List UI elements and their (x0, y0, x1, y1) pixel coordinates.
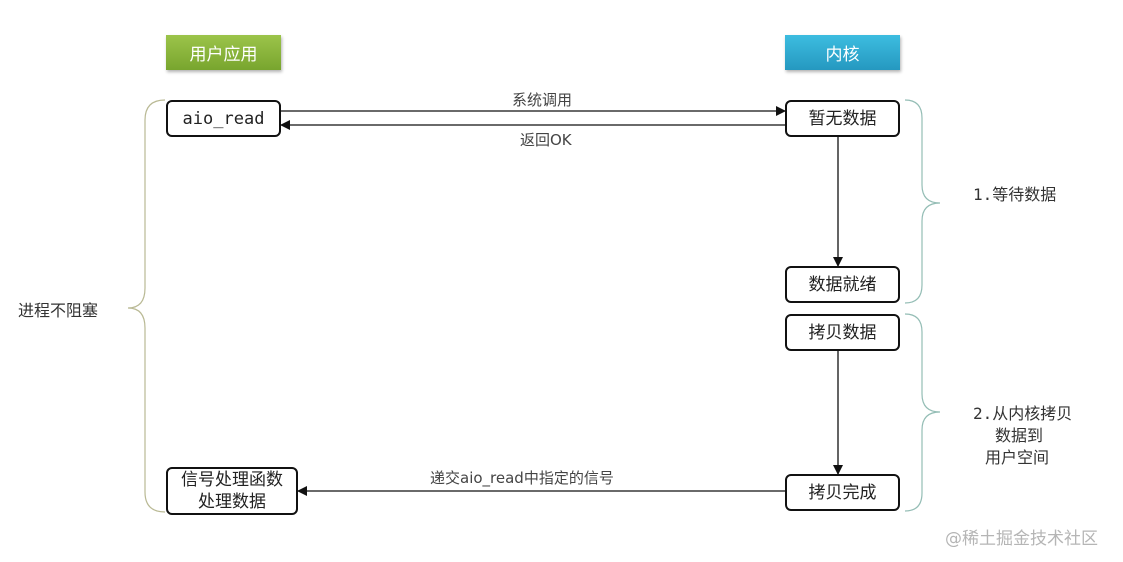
copy-data-box: 拷贝数据 (785, 314, 900, 351)
copy-brace (904, 313, 941, 512)
handler-line1: 信号处理函数 (181, 470, 283, 490)
kernel-header: 内核 (785, 35, 900, 70)
signal-handler-box: 信号处理函数 处理数据 (166, 467, 298, 515)
aio-read-box: aio_read (166, 100, 281, 137)
watermark: @稀土掘金技术社区 (945, 529, 1098, 549)
copy-done-box: 拷贝完成 (785, 474, 900, 511)
no-data-box: 暂无数据 (785, 100, 900, 137)
user-app-header: 用户应用 (166, 35, 281, 70)
copy-label-line2: 数据到 (995, 426, 1044, 445)
wait-brace (904, 99, 941, 304)
copy-label: 2.从内核拷贝 数据到 用户空间 (973, 403, 1072, 469)
left-brace (127, 99, 166, 513)
signal-label: 递交aio_read中指定的信号 (430, 469, 614, 487)
syscall-label: 系统调用 (512, 91, 573, 109)
copy-label-line1: 2.从内核拷贝 (973, 404, 1073, 423)
return-ok-label: 返回OK (520, 131, 572, 149)
data-ready-box: 数据就绪 (785, 266, 900, 303)
handler-line2: 处理数据 (198, 492, 266, 512)
wait-data-label: 1.等待数据 (973, 185, 1057, 204)
copy-label-line3: 用户空间 (985, 448, 1050, 467)
non-blocking-label: 进程不阻塞 (18, 301, 99, 320)
